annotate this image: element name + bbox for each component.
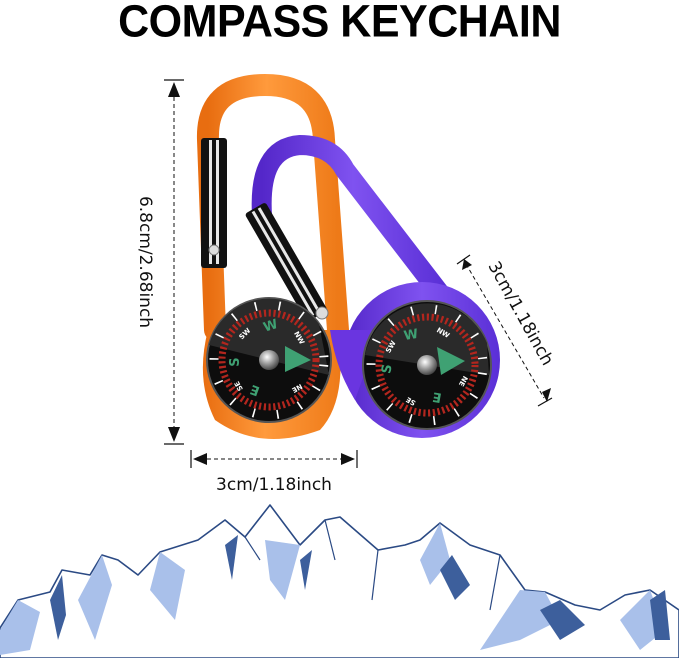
arrow-right-icon bbox=[341, 453, 355, 465]
svg-text:SE: SE bbox=[405, 395, 418, 407]
svg-text:E: E bbox=[431, 388, 442, 404]
compass-needle-icon bbox=[437, 347, 465, 375]
svg-text:SE: SE bbox=[233, 380, 245, 393]
svg-text:W: W bbox=[262, 317, 280, 336]
mountain-range bbox=[0, 504, 679, 658]
svg-text:W: W bbox=[403, 327, 420, 344]
arrow-upleft-icon bbox=[462, 259, 472, 270]
width-dimension: 3cm/1.18inch bbox=[190, 450, 358, 495]
height-dimension: 6.8cm/2.68inch bbox=[135, 79, 184, 445]
width-label: 3cm/1.18inch bbox=[216, 475, 332, 495]
arrow-down-icon bbox=[168, 427, 180, 442]
arrow-up-icon bbox=[168, 82, 180, 97]
svg-text:S: S bbox=[379, 363, 395, 375]
arrow-downright-icon bbox=[542, 388, 551, 402]
height-label: 6.8cm/2.68inch bbox=[135, 196, 155, 328]
orange-gate bbox=[201, 138, 227, 268]
compass-needle-icon bbox=[285, 346, 311, 372]
page-title: COMPASS KEYCHAIN bbox=[118, 0, 561, 48]
purple-gate bbox=[245, 203, 327, 322]
purple-compass-face: W S E SW NW SE NE bbox=[362, 300, 492, 430]
arrow-left-icon bbox=[193, 453, 207, 465]
svg-text:S: S bbox=[228, 357, 243, 366]
orange-compass-face: W S E SW NW SE NE bbox=[206, 297, 332, 423]
